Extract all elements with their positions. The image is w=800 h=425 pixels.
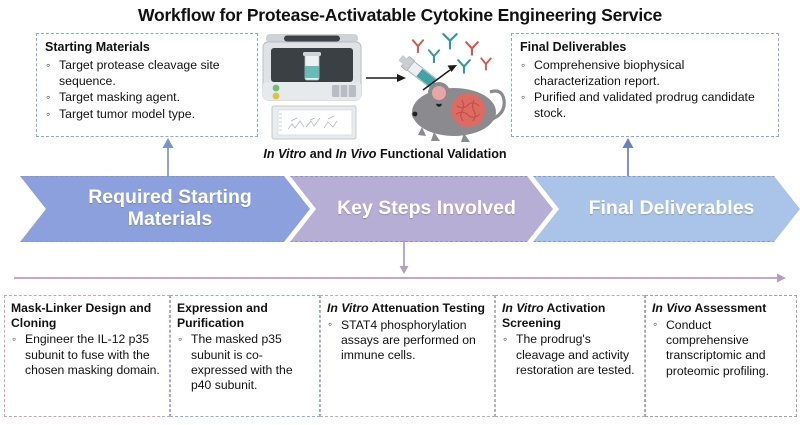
response-arrow-icon xyxy=(422,65,457,91)
step-card-in-vitro-attenuation-testing: In Vitro Attenuation Testing STAT4 phosp… xyxy=(320,295,495,417)
list-item: Target tumor model type. xyxy=(45,107,249,123)
step-title-text: Assessment xyxy=(691,301,767,315)
steps-connector xyxy=(0,240,800,288)
caption-italic-in-vitro: In Vitro xyxy=(263,147,307,161)
list-item: Comprehensive biophysical characterizati… xyxy=(520,57,770,89)
step-card-list: The masked p35 subunit is co-expressed w… xyxy=(177,332,313,394)
final-deliverables-box: Final Deliverables Comprehensive biophys… xyxy=(511,33,779,137)
list-item: Engineer the IL-12 p35 subunit to fuse w… xyxy=(11,332,163,378)
chevron-key-steps-involved[interactable]: Key Steps Involved xyxy=(290,176,553,242)
step-card-title: In Vitro Activation Screening xyxy=(502,301,638,330)
step-card-title: In Vitro Attenuation Testing xyxy=(327,301,488,316)
chart-printout-icon xyxy=(271,105,357,140)
step-title-italic: In Vivo xyxy=(652,301,692,315)
step-card-list: STAT4 phosphorylation assays are perform… xyxy=(327,317,488,364)
chevron-required-starting-materials[interactable]: Required Starting Materials xyxy=(20,176,310,242)
step-title-italic: In Vitro xyxy=(327,301,369,315)
step-title-text: Expression and Purification xyxy=(177,301,268,330)
chevron-label: Required Starting Materials xyxy=(88,186,252,230)
step-card-in-vitro-activation-screening: In Vitro Activation Screening The prodru… xyxy=(495,295,645,417)
list-item: The prodrug's cleavage and activity rest… xyxy=(502,332,638,378)
list-item: Purified and validated prodrug candidate… xyxy=(520,90,770,121)
step-title-text: Activation Screening xyxy=(502,301,606,330)
step-title-text: Attenuation Testing xyxy=(368,301,485,315)
chevron-final-deliverables[interactable]: Final Deliverables xyxy=(533,176,800,242)
phase-chevrons: Required Starting Materials Key Steps In… xyxy=(20,176,800,242)
step-card-in-vivo-assessment: In Vivo Assessment Conduct comprehensive… xyxy=(645,295,797,417)
chevron-label: Final Deliverables xyxy=(588,197,755,220)
chevron-label: Key Steps Involved xyxy=(337,197,516,220)
step-card-list: Conduct comprehensive transcriptomic and… xyxy=(652,317,790,380)
caption-suffix: Functional Validation xyxy=(376,147,507,161)
mouse-with-tumor-icon xyxy=(411,82,506,142)
step-title-italic: In Vitro xyxy=(502,301,544,315)
step-card-list: Engineer the IL-12 p35 subunit to fuse w… xyxy=(11,332,163,378)
page-title: Workflow for Protease-Activatable Cytoki… xyxy=(137,5,663,25)
arrow-up-to-starting-materials xyxy=(160,136,176,185)
process-arrow-icon xyxy=(366,74,406,82)
list-item: The masked p35 subunit is co-expressed w… xyxy=(177,332,313,394)
arrow-up-to-final-deliverables xyxy=(620,136,636,185)
step-card-title: In Vivo Assessment xyxy=(652,301,790,316)
starting-materials-box: Starting Materials Target protease cleav… xyxy=(36,33,258,137)
connector-down-arrowhead xyxy=(399,266,409,274)
antibody-icon xyxy=(411,33,492,74)
step-card-title: Mask-Linker Design and Cloning xyxy=(11,301,163,330)
connector-right-arrowhead xyxy=(777,273,786,283)
starting-materials-heading: Starting Materials xyxy=(45,40,150,54)
list-item: Target masking agent. xyxy=(45,90,249,106)
step-title-text: Mask-Linker Design and Cloning xyxy=(11,301,152,330)
list-item: STAT4 phosphorylation assays are perform… xyxy=(327,317,488,364)
list-item: Conduct comprehensive transcriptomic and… xyxy=(652,317,790,380)
starting-materials-list: Target protease cleavage site sequence. … xyxy=(45,57,249,123)
step-card-list: The prodrug's cleavage and activity rest… xyxy=(502,332,638,378)
list-item: Target protease cleavage site sequence. xyxy=(45,57,249,89)
caption-italic-in-vivo: In Vivo xyxy=(335,147,377,161)
lab-instrument-icon xyxy=(262,34,362,101)
step-card-mask-linker-design: Mask-Linker Design and Cloning Engineer … xyxy=(4,295,170,417)
step-card-title: Expression and Purification xyxy=(177,301,313,330)
illustration-caption: In Vitro and In Vivo Functional Validati… xyxy=(250,147,520,161)
step-card-expression-purification: Expression and Purification The masked p… xyxy=(170,295,320,417)
final-deliverables-list: Comprehensive biophysical characterizati… xyxy=(520,57,770,122)
final-deliverables-heading: Final Deliverables xyxy=(520,40,627,54)
validation-illustration xyxy=(258,28,508,143)
caption-and: and xyxy=(306,147,336,161)
